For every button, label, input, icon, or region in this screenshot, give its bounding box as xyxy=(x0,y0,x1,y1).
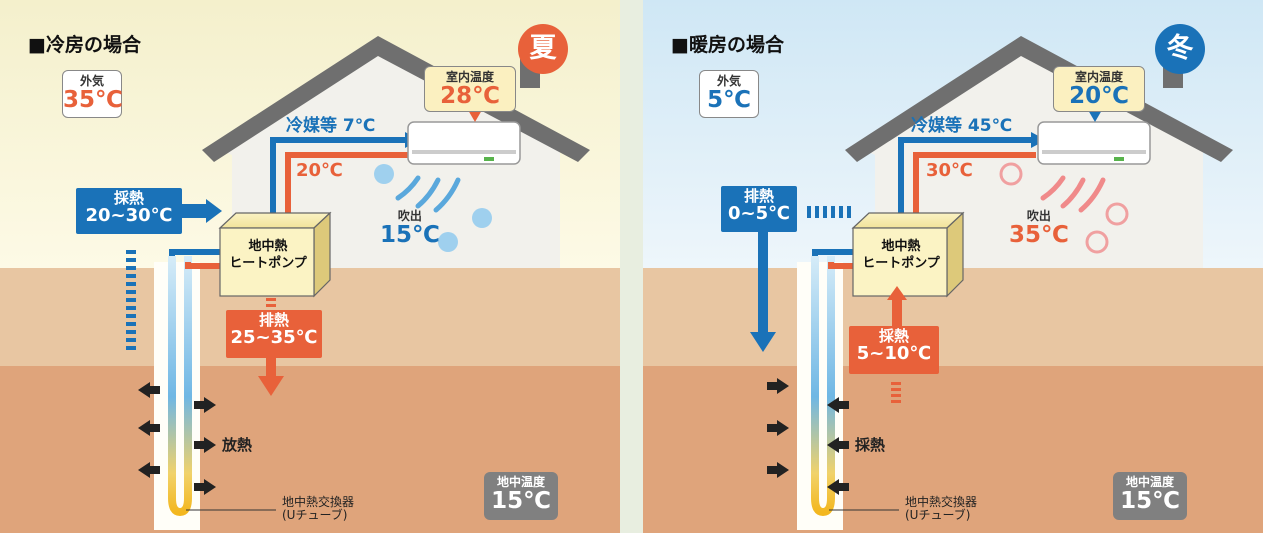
exchanger-line2: (Uチューブ) xyxy=(282,507,348,522)
summer-heat-collect: 採熱 20~30℃ xyxy=(76,188,182,234)
summer-ground-action: 放熱 xyxy=(222,436,253,454)
heat-pump-line2: ヒートポンプ xyxy=(229,255,307,271)
winter-return-temp: 30℃ xyxy=(926,160,973,181)
summer-return-temp: 20℃ xyxy=(296,160,343,181)
exchanger-line1: 地中熱交換器 xyxy=(905,495,978,509)
refrigerant-value: 7℃ xyxy=(342,116,376,136)
winter-outlet: 吹出 35℃ xyxy=(1009,210,1069,247)
house-roof xyxy=(845,36,1233,162)
outside-value: 5℃ xyxy=(707,86,751,113)
heat-pump-box xyxy=(219,227,315,297)
u-tube xyxy=(168,256,192,517)
dotted-indicator xyxy=(807,206,851,218)
exhaust-label: 排熱 xyxy=(743,187,774,205)
refrigerant-pipe-hot xyxy=(898,137,1031,220)
outlet-label: 吹出 xyxy=(397,209,422,223)
summer-title: ■冷房の場合 xyxy=(28,34,141,56)
winter-heat-pump-label: 地中熱 ヒートポンプ xyxy=(855,240,947,270)
winter-refrigerant: 冷媒等 45℃ xyxy=(911,116,1013,136)
summer-ground-temp: 地中温度 15℃ xyxy=(484,472,558,520)
winter-illustration xyxy=(643,0,1263,533)
ground-label: 地中温度 xyxy=(496,475,545,489)
ground-label: 地中温度 xyxy=(1125,475,1174,489)
outside-value: 35℃ xyxy=(63,86,123,113)
exhaust-label: 排熱 xyxy=(258,311,289,329)
borehole xyxy=(154,262,200,530)
air-conditioner xyxy=(407,121,521,165)
ground-value: 15℃ xyxy=(491,487,551,514)
u-tube xyxy=(811,256,835,517)
outlet-value: 15℃ xyxy=(380,221,440,248)
exhaust-range: 25~35℃ xyxy=(230,326,318,348)
refrigerant-value: 45℃ xyxy=(967,116,1013,136)
refrigerant-label: 冷媒等 xyxy=(286,116,337,136)
summer-exchanger-label: 地中熱交換器 (Uチューブ) xyxy=(282,496,354,521)
winter-title: ■暖房の場合 xyxy=(671,34,784,56)
summer-panel: ■冷房の場合 夏 外気 35℃ 室内温度 28℃ 冷媒等 7℃ 20℃ 吹出 1… xyxy=(0,0,620,533)
heat-pump-line2: ヒートポンプ xyxy=(862,255,940,271)
indoor-value: 28℃ xyxy=(440,82,500,109)
heat-pump-line1: 地中熱 xyxy=(881,239,921,254)
collect-label: 採熱 xyxy=(113,189,144,207)
exchanger-line2: (Uチューブ) xyxy=(905,507,971,522)
indoor-value: 20℃ xyxy=(1069,82,1129,109)
indoor-label: 室内温度 xyxy=(445,70,494,84)
refrigerant-pipe-return xyxy=(285,152,410,220)
winter-outside-temp: 外気 5℃ xyxy=(699,70,759,118)
dotted-indicator xyxy=(126,250,136,350)
collect-range: 5~10℃ xyxy=(856,342,932,364)
heat-pump-line1: 地中熱 xyxy=(248,239,288,254)
ground-value: 15℃ xyxy=(1120,487,1180,514)
summer-outside-temp: 外気 35℃ xyxy=(62,70,123,118)
winter-panel: ■暖房の場合 冬 外気 5℃ 室内温度 20℃ 冷媒等 45℃ 30℃ 吹出 3… xyxy=(643,0,1263,533)
winter-heat-exhaust: 排熱 0~5℃ xyxy=(721,186,797,232)
air-conditioner xyxy=(1037,121,1151,165)
winter-indoor-temp: 室内温度 20℃ xyxy=(1053,66,1145,112)
winter-exchanger-label: 地中熱交換器 (Uチューブ) xyxy=(905,496,977,521)
outlet-label: 吹出 xyxy=(1026,209,1051,223)
refrigerant-pipe-return xyxy=(913,152,1036,220)
refrigerant-pipe-cold xyxy=(270,137,405,220)
summer-refrigerant: 冷媒等 7℃ xyxy=(286,116,376,136)
summer-heat-pump-label: 地中熱 ヒートポンプ xyxy=(222,240,314,270)
outside-label: 外気 xyxy=(716,74,741,88)
outside-label: 外気 xyxy=(79,74,104,88)
exhaust-range: 0~5℃ xyxy=(728,202,790,224)
collect-range: 20~30℃ xyxy=(85,204,173,226)
house-roof xyxy=(202,36,590,162)
summer-heat-exhaust: 排熱 25~35℃ xyxy=(226,310,322,358)
winter-ground-action: 採熱 xyxy=(855,436,886,454)
warm-air-flow xyxy=(1040,175,1106,213)
collect-label: 採熱 xyxy=(878,327,909,345)
heat-release-arrows xyxy=(138,382,216,495)
indoor-label: 室内温度 xyxy=(1074,70,1123,84)
winter-ground-temp: 地中温度 15℃ xyxy=(1113,472,1187,520)
heat-collect-arrows xyxy=(767,378,849,495)
winter-heat-collect: 採熱 5~10℃ xyxy=(849,326,939,374)
summer-outlet: 吹出 15℃ xyxy=(380,210,440,247)
summer-badge: 夏 xyxy=(518,24,568,74)
outlet-value: 35℃ xyxy=(1009,221,1069,248)
heat-pump-box xyxy=(852,227,948,297)
exchanger-line1: 地中熱交換器 xyxy=(282,495,355,509)
cool-air-flow xyxy=(395,175,461,213)
summer-indoor-temp: 室内温度 28℃ xyxy=(424,66,516,112)
winter-badge: 冬 xyxy=(1155,24,1205,74)
refrigerant-label: 冷媒等 xyxy=(911,116,962,136)
